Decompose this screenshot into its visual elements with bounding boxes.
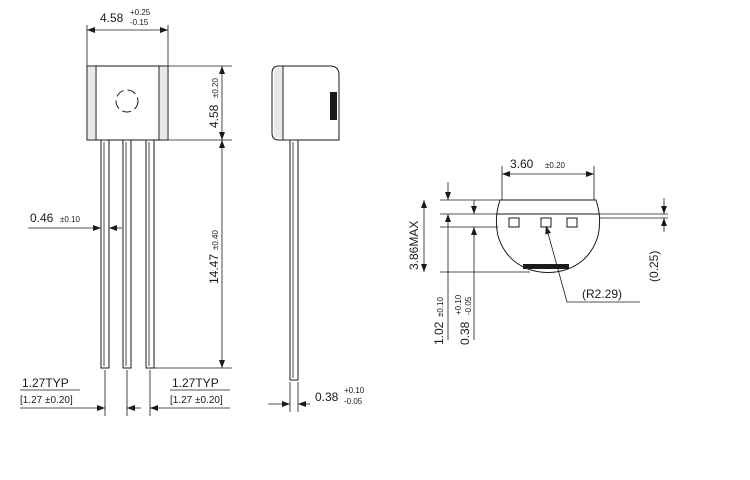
svg-text:[1.27 ±0.20]: [1.27 ±0.20] (170, 395, 223, 406)
max-height-dimension: 3.86MAX (407, 221, 421, 270)
svg-text:(0.25): (0.25) (647, 251, 661, 282)
svg-text:-0.05: -0.05 (344, 397, 363, 406)
svg-text:[1.27 ±0.20]: [1.27 ±0.20] (20, 395, 73, 406)
lead-thickness-dimension: 0.38 +0.10 -0.05 (315, 386, 365, 406)
flat-offset-dimension: 1.02 ±0.10 (432, 296, 446, 345)
svg-text:3.60: 3.60 (510, 157, 534, 171)
svg-text:4.58: 4.58 (207, 104, 221, 128)
lead-length-dimension: 14.47 ±0.40 (207, 229, 221, 284)
lead-thickness-top-dimension: 0.38 +0.10 -0.05 (454, 294, 473, 345)
orientation-mark-icon (115, 89, 139, 113)
transistor-body-bottom (495, 199, 601, 273)
chamfer-dimension: (0.25) (647, 251, 661, 282)
body-width-dimension: 4.58 +0.25 -0.15 (100, 8, 151, 27)
bottom-view: 3.60 ±0.20 3.86MAX 1.02 ±0.10 (407, 157, 668, 345)
svg-text:0.38: 0.38 (315, 390, 339, 404)
svg-text:0.46: 0.46 (30, 211, 54, 225)
svg-text:-0.15: -0.15 (130, 18, 149, 27)
svg-text:+0.25: +0.25 (130, 8, 151, 17)
svg-text:±0.10: ±0.10 (60, 215, 81, 224)
top-width-dimension: 3.60 ±0.20 (510, 157, 566, 171)
transistor-body-side (271, 65, 340, 141)
front-leads (100, 139, 155, 369)
svg-text:0.38: 0.38 (458, 321, 472, 345)
svg-text:±0.20: ±0.20 (545, 161, 566, 170)
svg-text:-0.05: -0.05 (464, 296, 473, 315)
svg-text:4.58: 4.58 (100, 11, 124, 25)
svg-text:1.02: 1.02 (432, 321, 446, 345)
svg-text:+0.10: +0.10 (344, 386, 365, 395)
transistor-body-front (86, 65, 169, 141)
body-height-dimension: 4.58 ±0.20 (207, 77, 221, 128)
svg-text:3.86MAX: 3.86MAX (407, 221, 421, 270)
side-view: 0.38 +0.10 -0.05 (268, 65, 365, 412)
lead-width-dimension: 0.46 ±0.10 (30, 211, 81, 225)
radius-label: (R2.29) (582, 287, 622, 301)
svg-text:±0.20: ±0.20 (211, 77, 220, 98)
svg-text:1.27TYP: 1.27TYP (22, 376, 69, 390)
svg-text:±0.10: ±0.10 (436, 296, 445, 317)
svg-text:1.27TYP: 1.27TYP (172, 376, 219, 390)
svg-text:±0.40: ±0.40 (211, 229, 220, 250)
front-view: 4.58 +0.25 -0.15 4.58 ±0.20 (20, 8, 232, 416)
svg-text:14.47: 14.47 (207, 254, 221, 284)
svg-text:+0.10: +0.10 (454, 294, 463, 315)
pitch-right-dimension: 1.27TYP [1.27 ±0.20] (170, 376, 223, 406)
pitch-left-dimension: 1.27TYP [1.27 ±0.20] (20, 376, 73, 406)
side-lead (289, 139, 299, 381)
